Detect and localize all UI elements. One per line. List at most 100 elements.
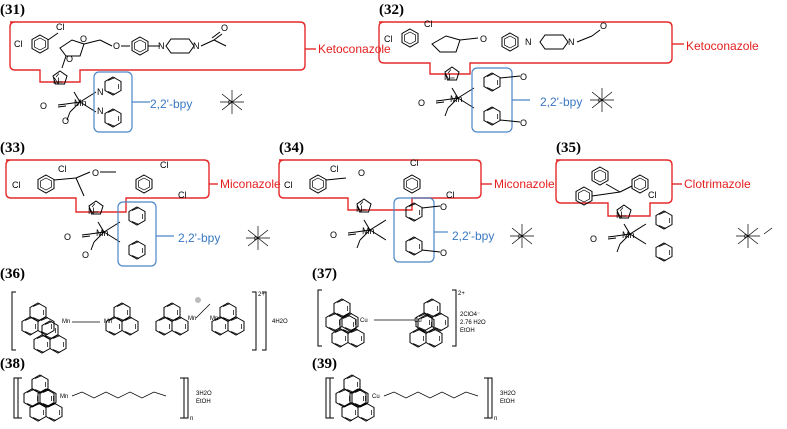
manganese-atom: Mn	[74, 98, 87, 108]
compound-37: (37) 2+ Cu Cu 2ClO4⁻ 2.76 H2O EtOH	[312, 266, 486, 347]
manganese-atom: Mn	[450, 94, 463, 104]
charge: 2+	[458, 291, 465, 297]
oxygen-atom: O	[418, 98, 425, 108]
nitrogen-atom: N	[616, 210, 623, 220]
oxygen-atom: O	[113, 41, 120, 51]
svg-text:P: P	[254, 237, 258, 243]
second-bracket	[262, 291, 267, 351]
compound-number: (35)	[556, 140, 581, 156]
solvate-line: 3H2O	[500, 391, 516, 397]
compound-number: (32)	[379, 2, 404, 18]
oxygen-atom: O	[520, 118, 527, 128]
compound-31: (31) Ketoconazole Cl Cl O O O N N O N Mn	[0, 2, 391, 133]
right-bracket	[180, 377, 185, 419]
left-bracket-inner	[17, 377, 22, 419]
compound-number: (33)	[0, 140, 25, 156]
drug-label: Ketoconazole	[686, 39, 759, 53]
chlorine-atom: Cl	[284, 180, 293, 190]
oxygen-atom: O	[440, 248, 447, 258]
manganese-atom: Mn	[622, 230, 635, 240]
svg-text:P: P	[518, 235, 522, 241]
oxygen-atom: O	[40, 101, 47, 111]
solvate: 4H2O	[272, 319, 288, 325]
copper-atom: Cu	[372, 394, 380, 400]
repeat-subscript: n	[494, 416, 497, 422]
solvate-line: EtOH	[196, 399, 211, 405]
compound-34: (34) Miconazole Cl Cl O Cl Cl N Mn O O O…	[278, 140, 555, 263]
pf6-counterion: P	[220, 90, 244, 114]
chlorine-atom: Cl	[446, 190, 455, 200]
manganese-atom: Mn	[362, 226, 375, 236]
pf6-counterion: P	[736, 224, 760, 248]
oxygen-atom: O	[480, 34, 487, 44]
solvate-line: EtOH	[500, 399, 515, 405]
nitrogen-atom: N	[525, 37, 532, 47]
ligand-label: 2,2'-bpy	[150, 97, 192, 111]
chlorine-atom: Cl	[330, 164, 339, 174]
ligand-highlight-box	[393, 197, 435, 263]
compound-33: (33) Miconazole Cl Cl O Cl Cl N Mn O O 2…	[0, 140, 281, 267]
nitrogen-atom: N	[444, 72, 451, 82]
nitrogen-atom: N	[193, 41, 200, 51]
svg-text:P: P	[744, 235, 748, 241]
ligand-label: 2,2'-bpy	[452, 229, 494, 243]
solvate-line: EtOH	[460, 328, 475, 334]
drug-label: Clotrimazole	[684, 177, 751, 191]
right-bracket-inner	[184, 377, 189, 419]
right-bracket	[252, 291, 257, 351]
repeat-subscript: n	[190, 416, 193, 422]
oxygen-atom: O	[82, 250, 89, 260]
chlorine-atom: Cl	[178, 190, 187, 200]
chlorine-atom: Cl	[424, 19, 433, 29]
manganese-atom: Mn	[188, 316, 196, 322]
compound-number: (36)	[0, 266, 25, 282]
oxygen-atom: O	[66, 54, 73, 64]
manganese-atom: Mn	[210, 316, 218, 322]
chlorine-atom: Cl	[384, 34, 393, 44]
ligand-highlight-box	[93, 71, 133, 133]
left-bracket	[13, 377, 18, 419]
chlorine-atom: Cl	[58, 164, 67, 174]
nitrogen-atom: N	[356, 204, 363, 214]
ligand-label: 2,2'-bpy	[540, 95, 582, 109]
solvate-line: 2.76 H2O	[460, 320, 486, 326]
oxygen-atom: O	[62, 116, 69, 126]
solvate-line: 3H2O	[196, 391, 212, 397]
drug-label: Miconazole	[220, 177, 281, 191]
manganese-atom: Mn	[60, 394, 68, 400]
right-bracket	[484, 377, 489, 419]
compound-number: (34)	[279, 140, 304, 156]
left-bracket	[317, 289, 322, 347]
left-bracket	[11, 291, 16, 351]
nitrogen-atom: N	[88, 206, 95, 216]
right-bracket	[452, 289, 457, 347]
oxygen-atom: O	[80, 34, 87, 44]
compound-number: (31)	[0, 2, 25, 18]
charge: 2+	[258, 292, 265, 298]
left-bracket	[325, 377, 330, 419]
pf6-counterion: P	[510, 224, 534, 248]
manganese-atom: Mn	[96, 228, 109, 238]
drug-highlight-box	[278, 159, 482, 211]
svg-text:P: P	[598, 99, 602, 105]
pf6-counterion: P	[590, 88, 614, 112]
nitrogen-atom: N	[53, 76, 60, 86]
drug-label: Miconazole	[494, 177, 555, 191]
compound-36: (36) 2+ Mn Mn Mn Mn 4H2O	[0, 266, 288, 353]
oxygen-atom: O	[590, 234, 597, 244]
ligand-highlight-box	[117, 201, 157, 267]
oxygen-atom: O	[92, 168, 99, 178]
chlorine-atom: Cl	[160, 160, 169, 170]
drug-highlight-box	[5, 159, 210, 213]
manganese-atom: Mn	[62, 319, 70, 325]
left-bracket-inner	[329, 377, 334, 419]
svg-text:P: P	[228, 101, 232, 107]
compound-35: (35) Clotrimazole Cl N Mn O P	[555, 140, 773, 262]
nitrogen-atom: N	[158, 41, 165, 51]
chlorine-atom: Cl	[14, 39, 23, 49]
compound-39: (39) Cu n 3H2O EtOH	[312, 356, 516, 422]
chlorine-atom: Cl	[56, 22, 65, 32]
copper-atom: Cu	[360, 318, 368, 324]
drug-highlight-box	[378, 21, 673, 75]
